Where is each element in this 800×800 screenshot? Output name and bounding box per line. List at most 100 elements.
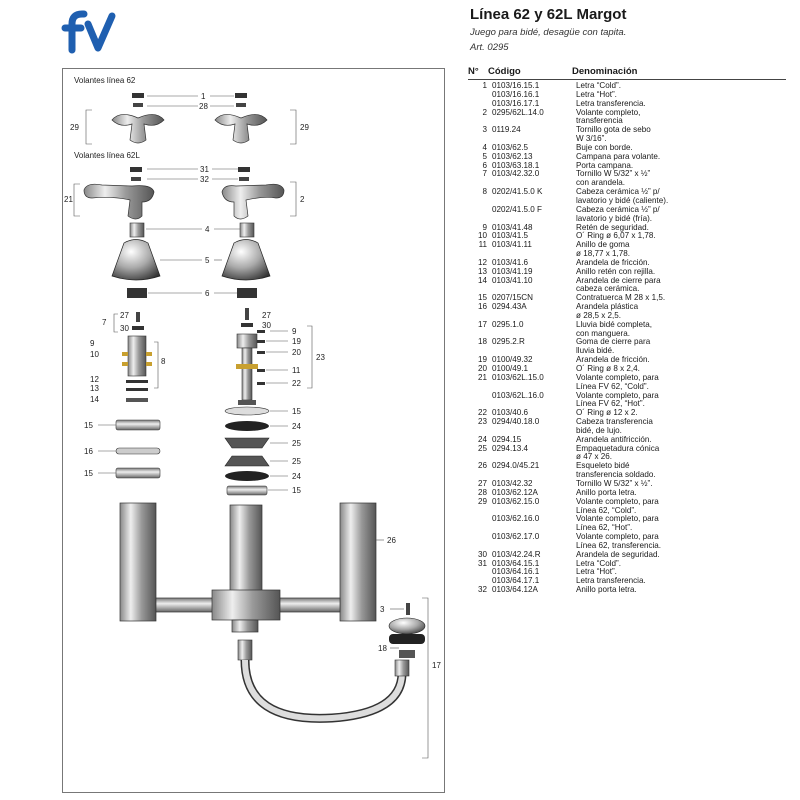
row-name: Arandela de fricción. xyxy=(576,257,650,267)
row-number: 25 xyxy=(477,443,487,453)
row-name: con arandela. xyxy=(576,178,626,188)
row-code: 0100/49.1 xyxy=(492,364,529,373)
row-number: 23 xyxy=(477,417,487,427)
row-code: 0103/63.18.1 xyxy=(492,160,540,170)
callout-2: 2 xyxy=(300,195,305,204)
row-number xyxy=(468,533,492,542)
callout-9-right: 9 xyxy=(292,327,297,336)
row-number xyxy=(468,568,492,577)
row-number: 12 xyxy=(477,257,487,267)
row-name: Volante completo, para xyxy=(576,390,659,400)
row-code: 0103/16.16.1 xyxy=(492,89,540,99)
row-name: Empaquetadura cónica xyxy=(576,443,660,453)
row-number xyxy=(468,515,492,524)
row-code: 0294/40.18.0 xyxy=(492,417,540,427)
row-number xyxy=(468,100,492,109)
row-name: Línea 62, “Cold”. xyxy=(576,505,637,515)
label-volantes-62L: Volantes línea 62L xyxy=(74,151,140,160)
row-code: 0103/41.48 xyxy=(492,222,533,232)
row-code: 0100/49.32 xyxy=(492,355,533,365)
row-name: Línea FV 62, “Hot”. xyxy=(576,399,645,409)
row-code: 0207/15CN xyxy=(492,293,533,303)
callout-24-a: 24 xyxy=(292,422,301,431)
row-number: 21 xyxy=(477,372,487,382)
table-row: Línea FV 62, “Hot”. xyxy=(468,400,786,409)
callout-15-c: 15 xyxy=(84,421,93,430)
callout-17: 17 xyxy=(432,661,441,670)
row-name: O´ Ring ø 6,07 x 1,78. xyxy=(576,231,656,241)
row-code: 0103/42.32.0 xyxy=(492,169,540,179)
row-code: 0103/62.17.0 xyxy=(492,532,540,542)
table-row: con arandela. xyxy=(468,178,786,188)
header-name: Denominación xyxy=(572,66,638,77)
table-row: lavatorio y bidé (fría). xyxy=(468,213,786,224)
row-code: 0294.43A xyxy=(492,302,527,312)
exploded-diagram: Volantes línea 62 Volantes línea 62L xyxy=(64,76,441,759)
callout-15-b: 15 xyxy=(292,486,301,495)
row-name: Línea 62, “Hot”. xyxy=(576,523,633,533)
page-title: Línea 62 y 62L Margot xyxy=(470,6,627,23)
callout-31: 31 xyxy=(200,165,209,174)
row-name: Volante completo, para xyxy=(576,532,659,542)
callout-5: 5 xyxy=(205,256,210,265)
row-name: Porta campana. xyxy=(576,160,634,170)
row-name: Anillo retén con rejilla. xyxy=(576,266,656,276)
row-code: 0103/64.17.1 xyxy=(492,576,540,586)
row-name: Letra “Cold”. xyxy=(576,558,621,568)
cross-handle-right xyxy=(214,93,268,144)
row-name: transferencia soldado. xyxy=(576,470,656,480)
table-row: ø 28,5 x 2,5. xyxy=(468,311,786,321)
callout-24-b: 24 xyxy=(292,472,301,481)
row-name: Arandela antifricción. xyxy=(576,434,652,444)
callout-25-b: 25 xyxy=(292,457,301,466)
table-row: transferencia soldado. xyxy=(468,470,786,480)
callout-19: 19 xyxy=(292,337,301,346)
spray-head xyxy=(388,603,426,658)
row-name: O´ Ring ø 8 x 2,4. xyxy=(576,364,640,373)
callout-26: 26 xyxy=(387,536,396,545)
row-number: 17 xyxy=(477,319,487,329)
row-code: 0103/64.16.1 xyxy=(492,567,540,577)
row-name: Tornillo gota de sebo xyxy=(576,125,651,135)
row-number xyxy=(468,524,492,533)
row-code: 0294.0/45.21 xyxy=(492,461,540,471)
row-number xyxy=(468,135,492,144)
row-name: Retén de seguridad. xyxy=(576,222,649,232)
row-number xyxy=(468,117,492,126)
table-row: cabeza cerámica. xyxy=(468,285,786,294)
transfer-head-right xyxy=(236,308,265,405)
row-name: lavatorio y bidé (fría). xyxy=(576,213,653,223)
row-name: Arandela de seguridad. xyxy=(576,549,660,559)
row-name: Cabeza cerámica ½” p/ xyxy=(576,187,660,197)
row-name: Goma de cierre para xyxy=(576,337,651,347)
row-name: Volante completo, para xyxy=(576,514,659,524)
header-number: N° xyxy=(468,66,479,77)
row-code: 0295.1.0 xyxy=(492,319,524,329)
header-code: Código xyxy=(488,66,521,77)
callout-14: 14 xyxy=(90,395,99,404)
callout-15-d: 15 xyxy=(84,469,93,478)
row-code: 0103/62.13 xyxy=(492,151,533,161)
table-row: Línea FV 62, “Cold”. xyxy=(468,382,786,392)
row-name: Volante completo, para xyxy=(576,496,659,506)
leader-lines xyxy=(73,95,429,759)
lever-handle-right xyxy=(221,167,285,220)
row-number: 6 xyxy=(482,160,487,170)
diagram-frame xyxy=(62,68,445,793)
callout-20: 20 xyxy=(292,348,301,357)
row-code: 0202/41.5.0 F xyxy=(492,204,542,214)
